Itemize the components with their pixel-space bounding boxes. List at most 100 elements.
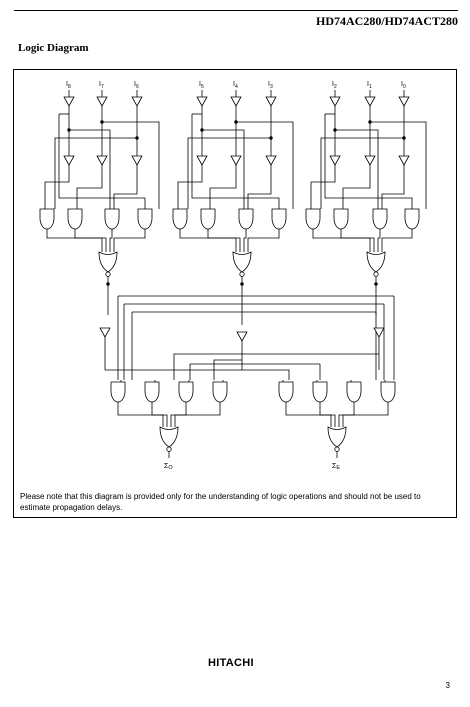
- and-gate: [333, 208, 349, 230]
- wire: [236, 121, 294, 209]
- wire: [105, 369, 290, 380]
- wire: [202, 129, 245, 209]
- input-label: I4: [233, 81, 238, 90]
- inversion-bubble: [373, 271, 379, 277]
- input-buffer: [364, 96, 376, 107]
- nor-gate: [232, 251, 252, 273]
- output-and-gate: [110, 381, 126, 403]
- junction-dot: [333, 128, 337, 132]
- wire: [207, 229, 241, 252]
- input-buffer: [398, 96, 410, 107]
- wires: [44, 90, 427, 458]
- input-label: I0: [401, 81, 406, 90]
- wire: [109, 229, 113, 252]
- and-gate: [372, 208, 388, 230]
- wire: [177, 175, 203, 209]
- wire: [74, 229, 107, 252]
- input-label: I8: [66, 81, 71, 90]
- wire: [174, 402, 221, 427]
- and-gate: [200, 208, 216, 230]
- wire: [320, 137, 404, 209]
- hitachi-logo: HITACHI: [208, 657, 254, 669]
- nor-gate: [366, 251, 386, 273]
- wire: [370, 121, 427, 209]
- junction-dot: [269, 136, 273, 140]
- and-gate: [39, 208, 55, 230]
- input-buffer: [265, 96, 277, 107]
- junction-dot: [368, 120, 372, 124]
- inversion-bubble: [105, 271, 111, 277]
- stage2-buffer: [373, 327, 385, 338]
- wire: [377, 229, 381, 252]
- input-buffer: [63, 96, 75, 107]
- wire: [170, 402, 187, 427]
- wire: [381, 175, 405, 209]
- wire: [113, 175, 138, 209]
- wire: [173, 353, 379, 380]
- inversion-bubble: [166, 446, 172, 452]
- input-label: I6: [134, 81, 139, 90]
- and-gate: [104, 208, 120, 230]
- wire: [310, 175, 336, 209]
- wire: [213, 359, 242, 380]
- page-number: 3: [445, 681, 450, 690]
- inverter-buffer: [364, 155, 376, 166]
- junction-dot: [100, 120, 104, 124]
- wire: [340, 229, 375, 252]
- inverter-buffer: [398, 155, 410, 166]
- output-and-gate: [212, 381, 228, 403]
- wire: [312, 229, 371, 252]
- wire: [113, 229, 146, 252]
- gates: [39, 96, 420, 452]
- output-and-gate: [178, 381, 194, 403]
- wire: [54, 137, 137, 209]
- output-label: ΣO: [164, 463, 173, 471]
- inverter-buffer: [230, 155, 242, 166]
- and-gate: [172, 208, 188, 230]
- nor-gate: [98, 251, 118, 273]
- wire: [209, 175, 237, 209]
- wire: [247, 175, 272, 209]
- wire: [285, 402, 332, 427]
- input-buffer: [196, 96, 208, 107]
- output-and-gate: [312, 381, 328, 403]
- header-rule: [14, 10, 458, 11]
- inverter-buffer: [131, 155, 143, 166]
- input-buffer: [329, 96, 341, 107]
- input-label: I3: [268, 81, 273, 90]
- wire: [102, 121, 160, 209]
- input-label: I1: [367, 81, 372, 90]
- inverter-buffer: [63, 155, 75, 166]
- inverter-buffer: [265, 155, 277, 166]
- inverter-buffer: [329, 155, 341, 166]
- input-buffer: [131, 96, 143, 107]
- input-label: I2: [332, 81, 337, 90]
- junction-dot: [234, 120, 238, 124]
- wire: [46, 229, 103, 252]
- output-nor-gate-even: [327, 426, 347, 448]
- input-label: I5: [199, 81, 204, 90]
- junction-dot: [402, 136, 406, 140]
- inverter-buffer: [96, 155, 108, 166]
- wire: [342, 402, 389, 427]
- wire: [381, 229, 413, 252]
- wire: [338, 402, 355, 427]
- section-title: Logic Diagram: [18, 42, 89, 54]
- junction-dot: [67, 128, 71, 132]
- and-gate: [305, 208, 321, 230]
- wire: [58, 114, 146, 209]
- output-nor-gate-odd: [159, 426, 179, 448]
- inversion-bubble: [239, 271, 245, 277]
- output-and-gate: [380, 381, 396, 403]
- wire: [76, 175, 103, 209]
- input-buffer: [96, 96, 108, 107]
- output-and-gate: [144, 381, 160, 403]
- wire: [319, 402, 336, 427]
- wire: [324, 114, 413, 209]
- stage2-buffer: [99, 327, 111, 338]
- input-label: I7: [99, 81, 104, 90]
- wire: [187, 137, 271, 209]
